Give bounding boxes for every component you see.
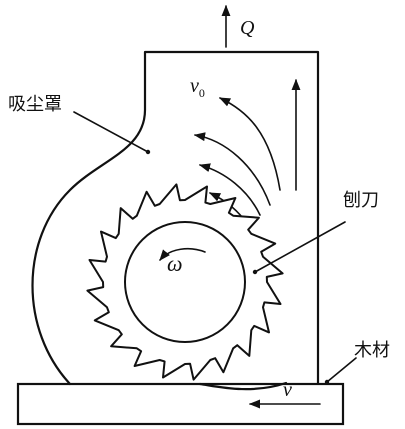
hood-label: 吸尘罩 bbox=[8, 94, 62, 115]
cutter-leader bbox=[254, 221, 346, 273]
cutter-teeth bbox=[86, 183, 284, 381]
wood-leader bbox=[326, 357, 357, 383]
wood-velocity-label: v bbox=[283, 379, 292, 401]
omega-label: ω bbox=[167, 251, 183, 276]
rotation-arrow bbox=[159, 247, 206, 261]
hood-leader bbox=[73, 111, 149, 153]
flow-label: Q bbox=[240, 17, 255, 39]
wood-label: 木材 bbox=[354, 340, 390, 361]
air-streamlines bbox=[193, 78, 301, 226]
air-velocity-label: v0 bbox=[190, 75, 205, 100]
planer-cutter bbox=[86, 183, 284, 381]
cutter-inner-circle bbox=[124, 221, 246, 343]
dust-hood-outline bbox=[31, 50, 320, 391]
cutter-label: 刨刀 bbox=[343, 190, 379, 211]
